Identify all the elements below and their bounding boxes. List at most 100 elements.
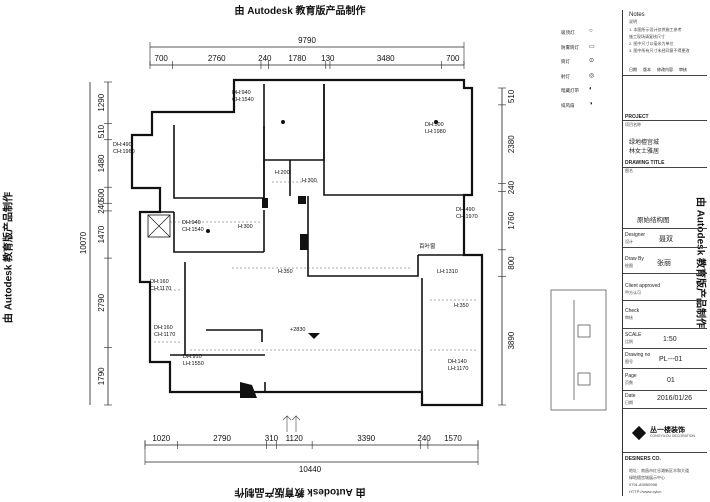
company-name-en: CONGYILOU DECORATION (650, 434, 696, 438)
top-dimension-label: 700 (446, 54, 460, 63)
check-sub: 审核 (625, 315, 633, 320)
note-line: 1. 本图所示设计仅供施工参考 (629, 27, 682, 32)
drawing-no-label: Drawing no (625, 352, 651, 358)
ceiling-light-icon (434, 120, 438, 124)
room-dimension-label: LH:1310 (437, 269, 458, 275)
legend-label: 暗藏灯带 (561, 88, 579, 93)
revision-column-header: 修改内容 (657, 67, 673, 72)
note-line: 施工现场请复核尺寸 (629, 34, 665, 39)
drawing-title-label: DRAWING TITLE (625, 160, 665, 166)
legend-label: 排风扇 (561, 102, 575, 108)
dim-left-total: 10070 (79, 231, 88, 254)
watermark-top: 由 Autodesk 教育版产品制作 (234, 6, 366, 17)
exterior-walls (130, 78, 484, 407)
project-name: 绿地檀宫城 (629, 140, 660, 146)
bottom-dimension-label: 1120 (286, 434, 304, 443)
room-dimension-label: H:350 (278, 269, 293, 275)
revision-column-header: 版本 (643, 67, 651, 72)
drawing-title-sub: 图名 (625, 168, 633, 173)
left-dimension-label: 2790 (97, 293, 106, 311)
top-dimension-label: 2760 (208, 54, 226, 63)
revision-header: 日期 版本 修改内容 审核 (629, 67, 687, 73)
left-dimension-label: 1290 (97, 93, 106, 111)
room-dimension-label: +2830 (290, 327, 305, 333)
bottom-dimension-label: 2790 (213, 434, 231, 443)
entrance-arrow-icon (282, 415, 301, 432)
bottom-dimension-label: 1020 (152, 434, 170, 443)
top-dimension-label: 240 (258, 54, 272, 63)
legend-label: 筒灯 (561, 59, 570, 64)
date-label: Date (625, 393, 636, 399)
drawing-no-value: PL---01 (659, 356, 683, 363)
page-label: Page (625, 373, 637, 379)
legend-symbol-icon: ◑ (589, 100, 593, 107)
scale-value: 1:50 (663, 336, 677, 343)
check-label: Check (625, 308, 640, 314)
ceiling-light-icon (206, 229, 210, 233)
designer-value: 聂双 (659, 236, 673, 243)
level-marker-icon (308, 333, 320, 339)
website: HTTP://www.cylcn (629, 489, 662, 494)
top-dimension-label: 130 (321, 54, 335, 63)
drawn-sub: 绘图 (625, 263, 633, 268)
left-dimension-label: 500 (97, 188, 106, 202)
drawing-no-sub: 图号 (625, 359, 633, 364)
bottom-dimension-label: 240 (417, 434, 431, 443)
project-sub: 项目名称 (625, 122, 641, 127)
notes-title: Notes (629, 12, 645, 18)
drawn-value: 张丽 (657, 260, 671, 267)
right-dimension-label: 2380 (507, 135, 516, 153)
note-line: 2. 图中尺寸以毫米为单位 (629, 41, 674, 46)
client-approved-label: Client approved (625, 283, 661, 289)
legend-label: 防雾筒灯 (561, 44, 579, 50)
legend-symbol-icon: ◎ (589, 72, 595, 79)
interior-walls (140, 84, 465, 392)
drawn-label: Draw By (625, 256, 644, 262)
column (298, 196, 306, 204)
legend-symbol-icon: ⊙ (589, 58, 595, 64)
dashed-detail-lines (154, 181, 476, 351)
top-dimension-label: 700 (155, 54, 169, 63)
client-approved-sub: 甲方认可 (625, 290, 641, 295)
legend-label: 吸顶灯 (561, 30, 575, 35)
bottom-dimension-label: 310 (265, 434, 279, 443)
revision-column-header: 日期 (629, 67, 637, 72)
room-dimension-label: H:300 (302, 178, 317, 184)
address: 地址：南昌市红谷滩新区丰和大道 (629, 468, 689, 473)
column (300, 234, 308, 250)
dim-top-total: 9790 (298, 36, 316, 45)
window-label: 百叶窗 (419, 242, 436, 250)
legend-symbol-icon: ▭ (589, 43, 595, 50)
phone: 0791-83950998 (629, 482, 658, 487)
room-dimension-label: H:300 (238, 224, 253, 230)
left-dimension-label: 240 (97, 200, 106, 214)
dim-bottom-total: 10440 (299, 465, 322, 474)
top-dimension-label: 1780 (288, 54, 306, 63)
ceiling-light-icon (281, 120, 285, 124)
notes-subtitle: 说明 (629, 19, 637, 24)
right-dimension-label: 240 (507, 180, 516, 194)
right-dimension-label: 3890 (507, 331, 516, 349)
top-dimension-label: 3480 (377, 54, 395, 63)
left-dimension-label: 510 (97, 124, 106, 138)
page-value: 01 (667, 377, 675, 384)
bottom-dimension-label: 3390 (357, 434, 375, 443)
revision-column-header: 审核 (679, 67, 687, 72)
room-dimension-label: H:350 (454, 303, 469, 309)
page-sub: 页数 (625, 380, 633, 385)
legend-symbol-icon: ○ (589, 28, 593, 34)
project-client: 林女士雅居 (629, 149, 660, 155)
date-value: 2016/01/26 (657, 395, 693, 402)
designers-label: DESINERS CO. (625, 456, 661, 462)
note-line: 3. 图中所有尺寸未经同意不得更改 (629, 48, 690, 53)
scale-label: SCALE (625, 332, 642, 338)
room-dimension-label: H:200 (275, 170, 290, 176)
